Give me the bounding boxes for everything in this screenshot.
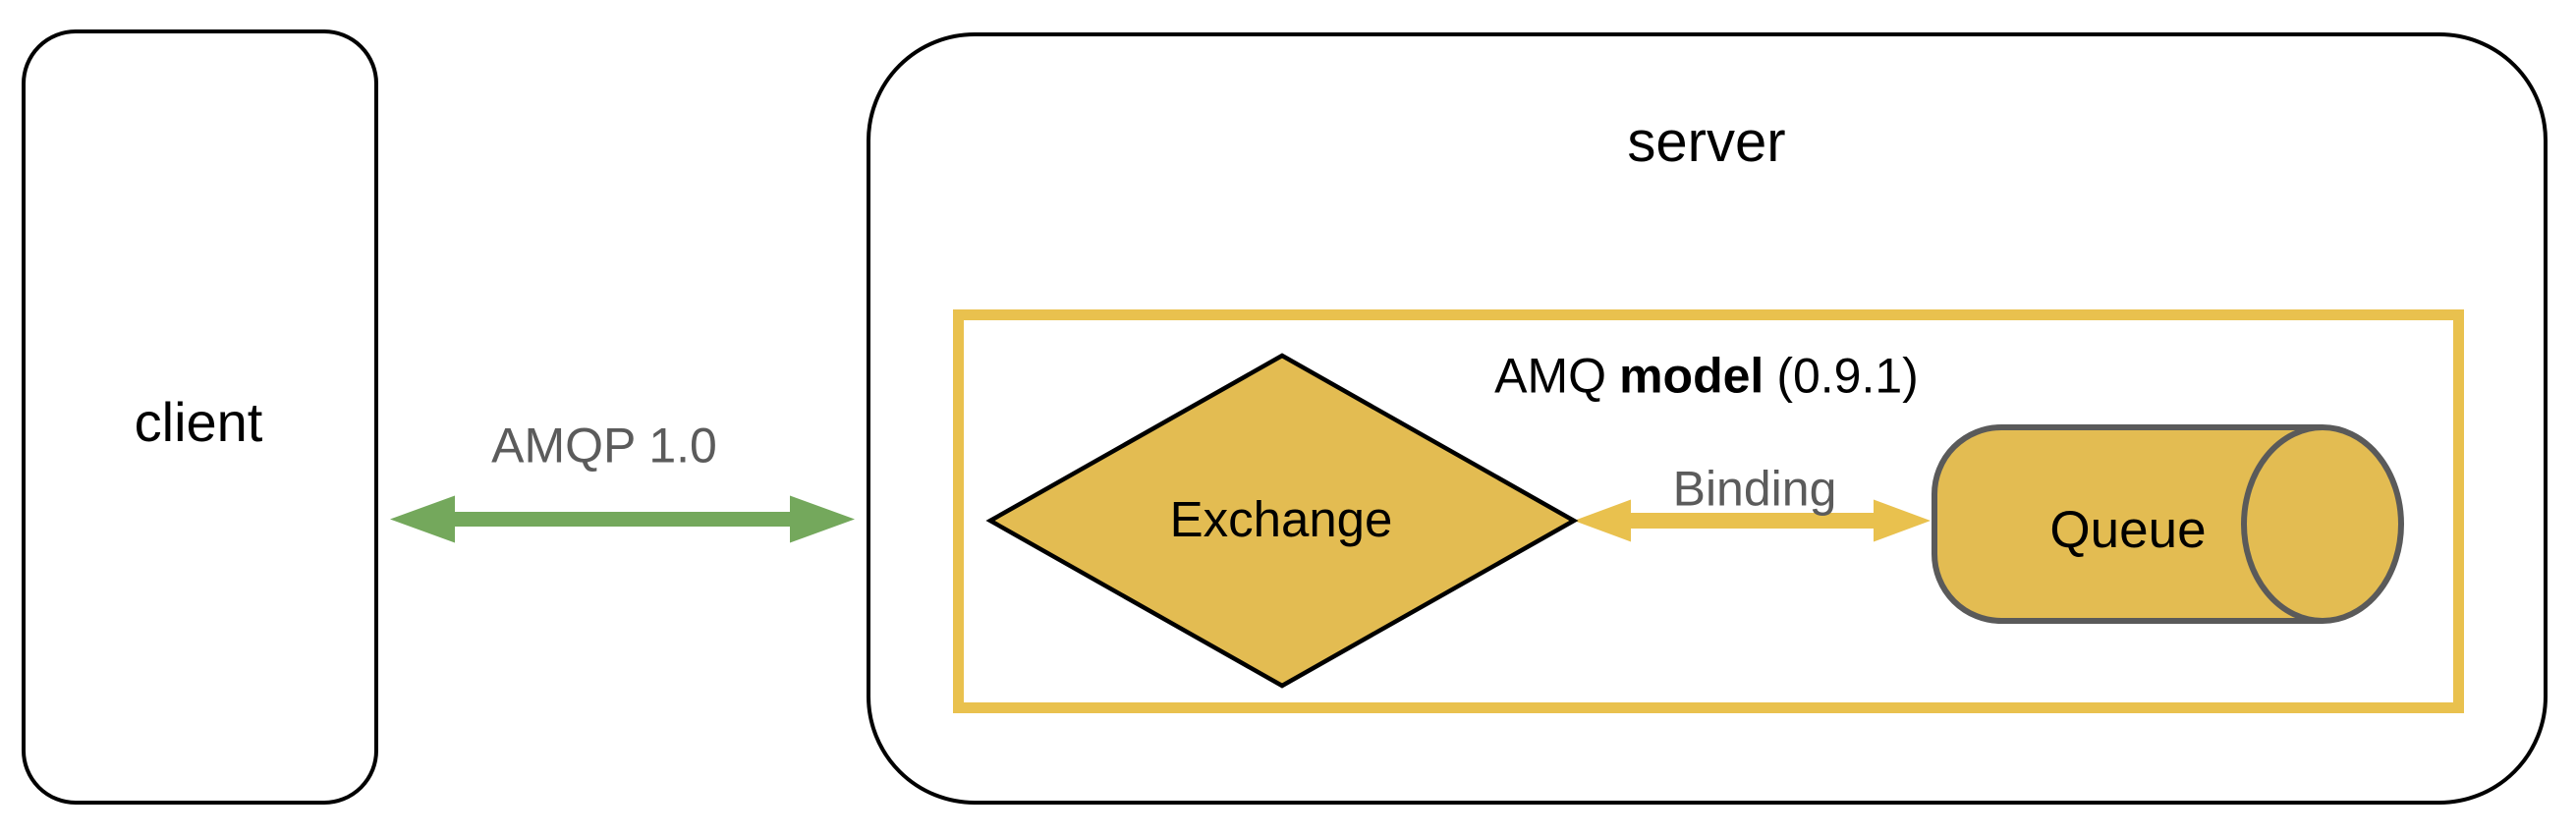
- binding-label: Binding: [1672, 461, 1837, 517]
- queue-label: Queue: [2049, 500, 2207, 559]
- amq-model-label-bold: model: [1619, 348, 1764, 404]
- queue-cylinder-body: [1932, 424, 2323, 624]
- client-label: client: [134, 391, 263, 454]
- server-label: server: [1627, 110, 1786, 175]
- amq-model-label-prefix: AMQ: [1494, 348, 1607, 404]
- queue-cylinder-end-cap: [2241, 424, 2404, 624]
- exchange-diamond: [985, 353, 1579, 689]
- amq-model-label-suffix: (0.9.1): [1776, 348, 1919, 404]
- amq-model-box: [953, 309, 2464, 713]
- amqp-double-arrow: [390, 495, 855, 543]
- amqp-protocol-label: AMQP 1.0: [491, 418, 717, 474]
- binding-double-arrow: [1574, 499, 1931, 542]
- server-box: [867, 32, 2548, 805]
- client-box: [22, 29, 378, 805]
- exchange-label: Exchange: [1169, 490, 1393, 547]
- queue-cylinder: [1932, 424, 2404, 624]
- amq-model-label: AMQ model (0.9.1): [1494, 348, 1919, 404]
